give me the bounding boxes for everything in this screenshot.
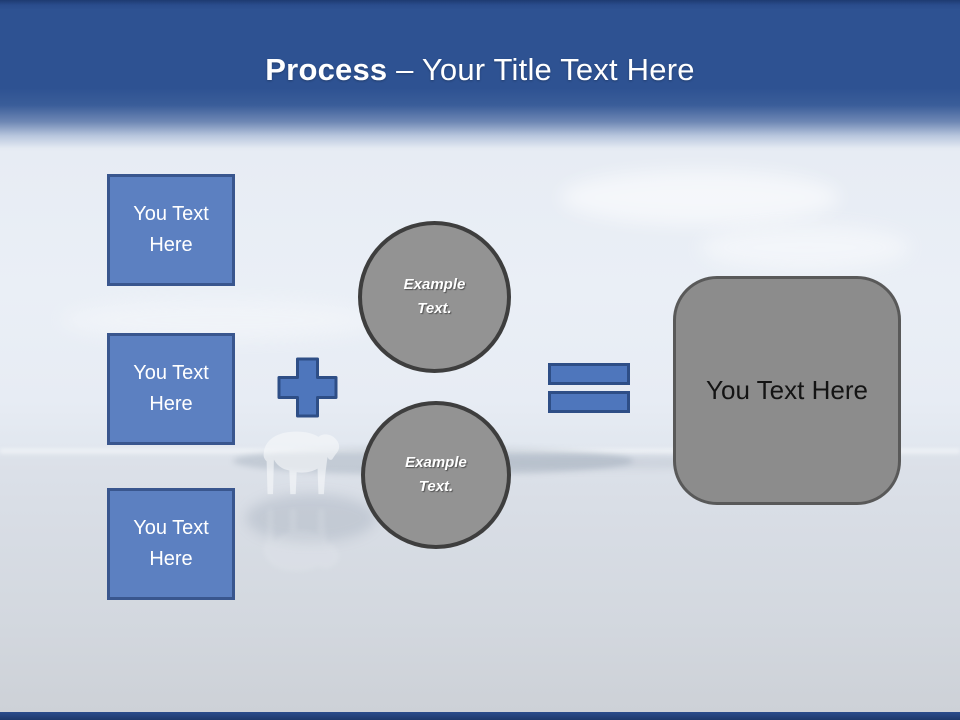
equals-bar-top [548,363,630,385]
equals-icon[interactable] [548,363,630,413]
plus-icon[interactable] [276,356,339,419]
example-circle-1-label: Example Text. [403,276,466,317]
cloud-shape [560,170,840,225]
example-circle-2[interactable]: Example Text. [361,401,511,549]
input-box-3-label: You Text Here [133,517,209,570]
example-circle-1[interactable]: Example Text. [358,221,511,373]
example-circle-2-label: Example Text. [405,454,467,495]
input-box-1[interactable]: You Text Here [107,174,235,286]
input-box-2-label: You Text Here [133,362,209,415]
bear-shadow [246,494,376,542]
equals-bar-bottom [548,391,630,413]
slide-title-bold: Process [265,52,388,87]
result-box-label: You Text Here [706,375,868,405]
header-band [0,0,960,152]
input-box-1-label: You Text Here [133,203,209,256]
cloud-shape [700,225,910,270]
slide-title-regular: – Your Title Text Here [396,52,695,87]
polar-bear-image [263,431,340,495]
input-box-2[interactable]: You Text Here [107,333,235,445]
polar-bear-reflection [263,508,340,572]
footer-accent-bar [0,712,960,720]
input-box-3[interactable]: You Text Here [107,488,235,600]
result-box[interactable]: You Text Here [673,276,901,505]
slide-title[interactable]: Process – Your Title Text Here [0,52,960,88]
